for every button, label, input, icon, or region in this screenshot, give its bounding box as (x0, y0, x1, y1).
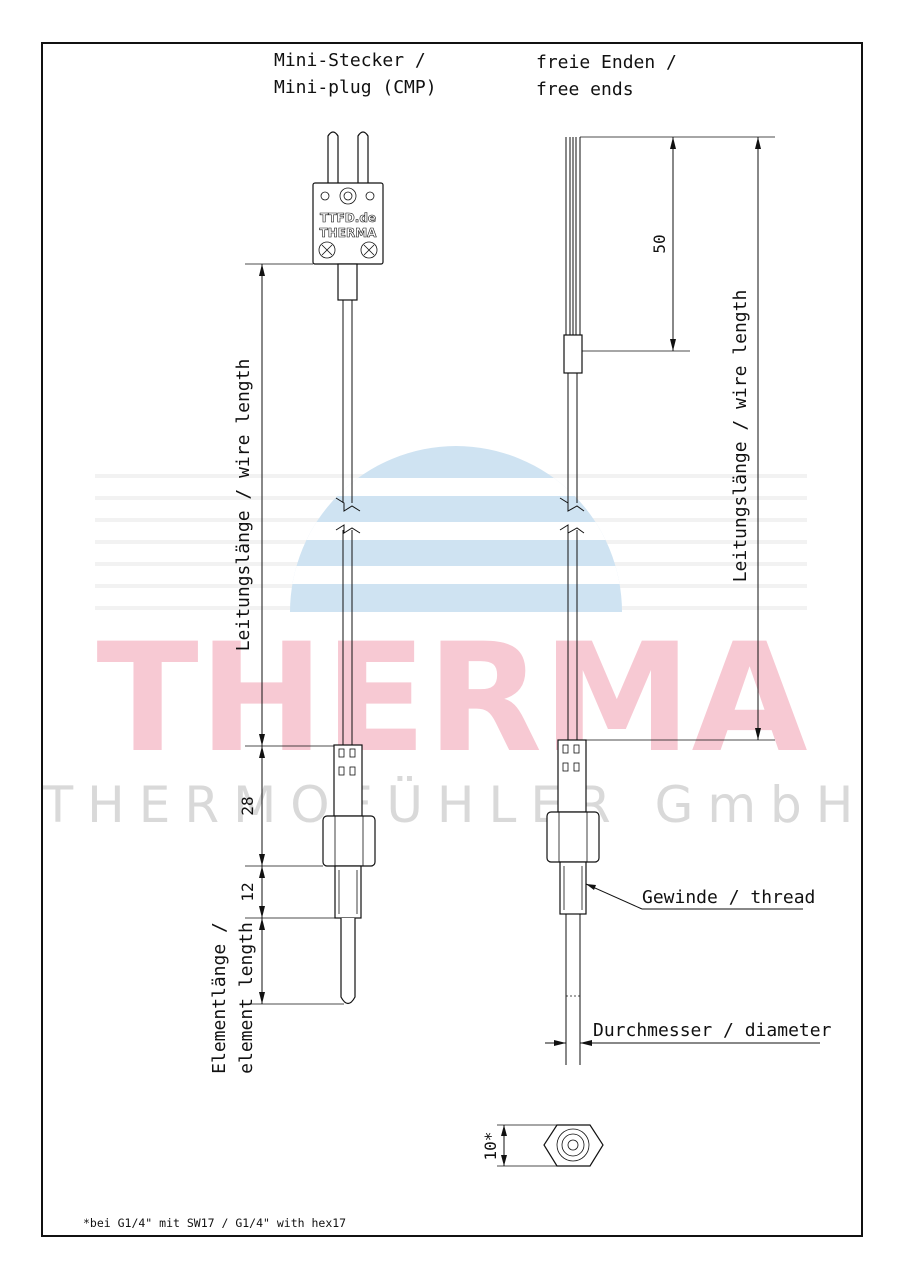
dim-hex-label: 10* (481, 1132, 500, 1161)
sleeve-right (557, 739, 587, 813)
plug-text-ttfd: TTFD.de (320, 211, 376, 225)
right-title-line1: freie Enden / (536, 52, 677, 73)
footnote: *bei G1/4" mit SW17 / G1/4" with hex17 (83, 1216, 346, 1230)
dim-element-length: Elementlänge / element length (209, 918, 344, 1074)
hex-nut (322, 815, 376, 867)
cable-lower (335, 524, 361, 746)
free-wire-ends (565, 137, 581, 335)
left-title-line2: Mini-plug (CMP) (274, 77, 437, 98)
hex-outline (543, 1124, 604, 1167)
probe-tube-right (565, 914, 581, 1065)
cable-upper (335, 300, 361, 512)
hex-end-view: 10* (481, 1124, 604, 1167)
dim-50: 50 (580, 136, 690, 352)
plug-text-therma: THERMA (320, 226, 378, 240)
dim-wire-length-right: Leitungslänge / wire length (586, 136, 775, 741)
dim-28-label: 28 (238, 796, 257, 815)
dim-50-label: 50 (650, 234, 669, 253)
thread-leader: Gewinde / thread (585, 883, 815, 910)
dim-28: 28 (238, 746, 323, 867)
watermark-subtitle: THERMOFÜHLER GmbH (42, 776, 868, 834)
right-view: freie Enden / free ends (536, 52, 832, 1065)
dim-12-label: 12 (238, 882, 257, 901)
watermark-brand: THERMA (96, 612, 807, 786)
thread (334, 865, 362, 919)
left-view: Mini-Stecker / Mini-plug (CMP) TTFD.de T… (209, 50, 437, 1074)
plug-pins (327, 131, 369, 186)
sleeve (333, 744, 363, 817)
dim-hex: 10* (481, 1124, 557, 1167)
wire-end-sleeve (563, 334, 583, 374)
right-title-line2: free ends (536, 79, 634, 100)
mini-plug-body: TTFD.de THERMA (312, 182, 384, 265)
thread-right (559, 861, 587, 915)
probe-tube (340, 918, 356, 1005)
label-diameter: Durchmesser / diameter (593, 1020, 832, 1041)
dim-12: 12 (238, 866, 341, 919)
dim-diameter: Durchmesser / diameter (545, 1020, 832, 1046)
dim-element-length-line2: element length (236, 922, 257, 1074)
label-thread: Gewinde / thread (642, 887, 815, 908)
left-title-line1: Mini-Stecker / (274, 50, 426, 71)
strain-relief (337, 263, 358, 301)
cable-right-upper (559, 373, 585, 512)
cable-right-lower (559, 524, 585, 740)
dim-element-length-line1: Elementlänge / (209, 922, 230, 1074)
dim-wire-length-right-label: Leitungslänge / wire length (730, 290, 751, 583)
dim-wire-length-left-label: Leitungslänge / wire length (233, 359, 254, 652)
drawing-frame (41, 42, 863, 1237)
hex-nut-right (546, 811, 600, 863)
dim-wire-length-left: Leitungslänge / wire length (233, 263, 334, 747)
watermark-dome (290, 446, 622, 612)
